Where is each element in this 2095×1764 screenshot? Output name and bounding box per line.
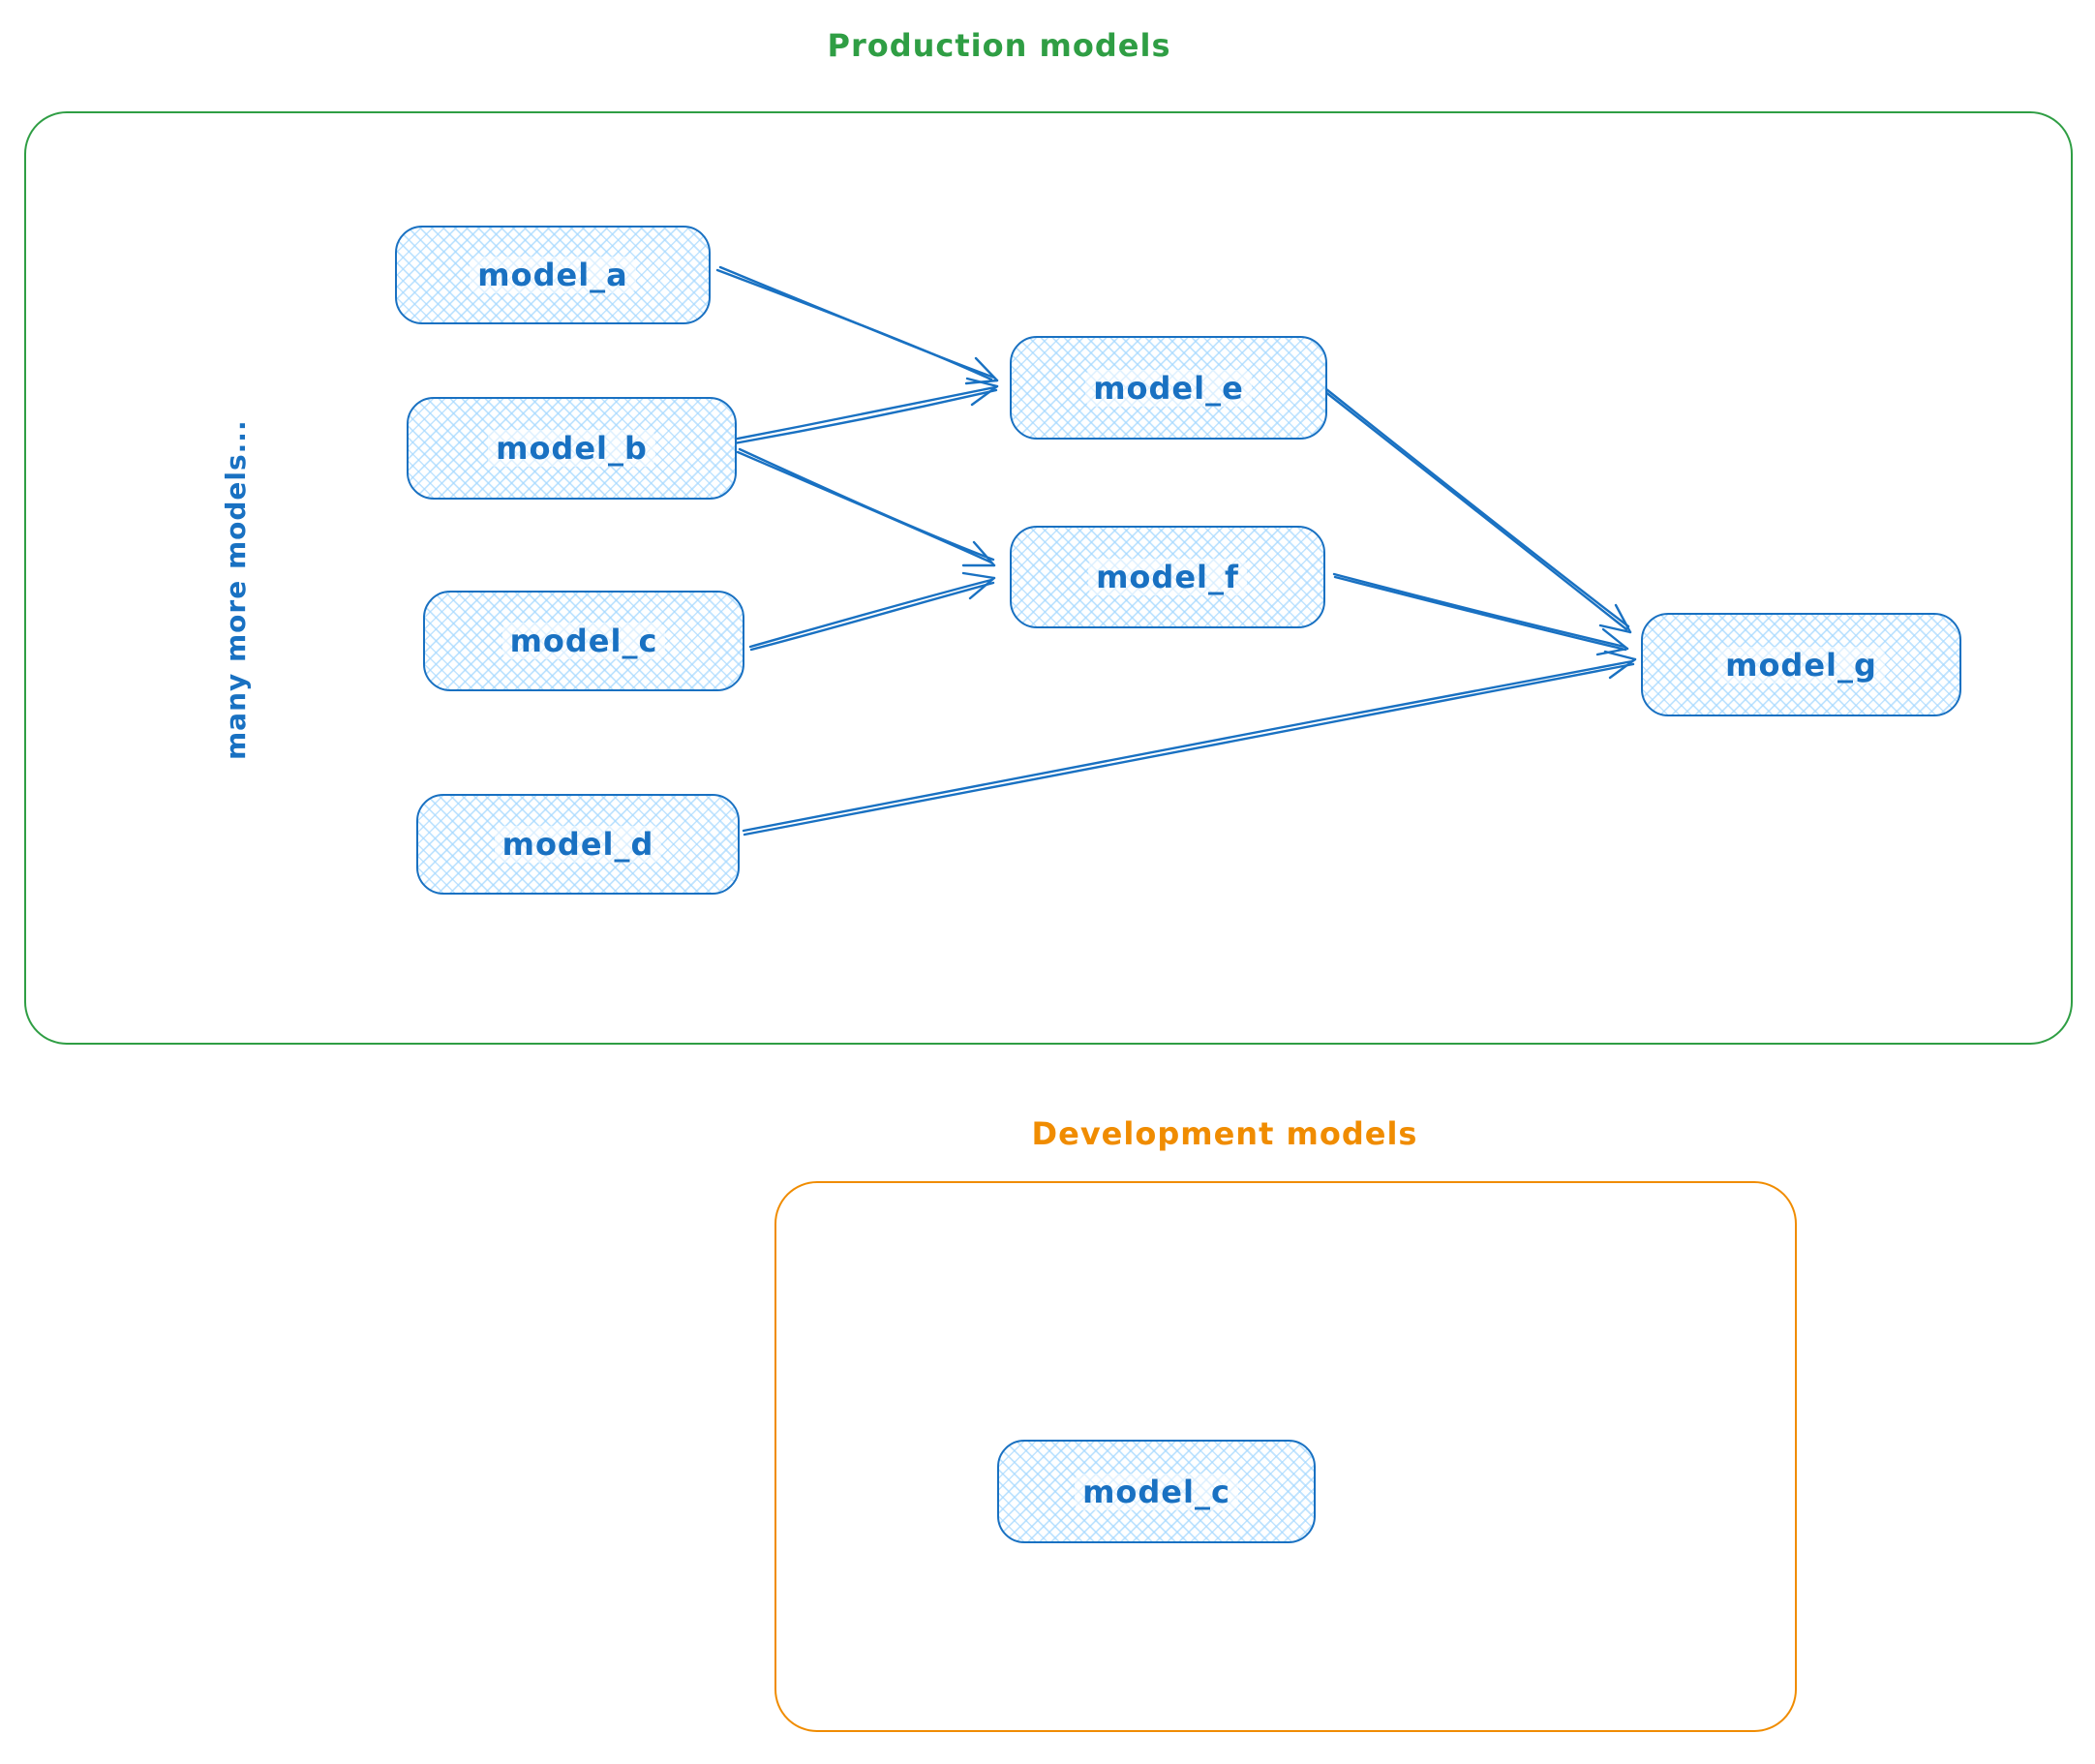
node-model-c-label: model_c: [501, 623, 666, 659]
node-model-c-dev-label: model_c: [1075, 1473, 1238, 1510]
node-model-c-dev[interactable]: model_c: [997, 1440, 1316, 1543]
development-group-title: Development models: [1031, 1115, 1418, 1152]
node-model-c[interactable]: model_c: [423, 591, 744, 691]
node-model-b[interactable]: model_b: [407, 397, 737, 500]
node-model-g-label: model_g: [1717, 646, 1885, 684]
many-more-models-note: many more models...: [220, 419, 252, 760]
node-model-d-label: model_d: [494, 826, 662, 863]
node-model-d[interactable]: model_d: [416, 794, 740, 895]
node-model-e[interactable]: model_e: [1010, 336, 1327, 440]
node-model-e-label: model_e: [1085, 369, 1252, 407]
node-model-f[interactable]: model_f: [1010, 526, 1325, 628]
node-model-b-label: model_b: [488, 430, 655, 467]
node-model-g[interactable]: model_g: [1641, 613, 1961, 716]
node-model-a[interactable]: model_a: [395, 226, 711, 324]
node-model-a-label: model_a: [470, 257, 636, 293]
production-group-title: Production models: [827, 27, 1171, 64]
development-group-box: [774, 1181, 1797, 1732]
production-group-box: [24, 111, 2073, 1045]
node-model-f-label: model_f: [1088, 559, 1247, 595]
